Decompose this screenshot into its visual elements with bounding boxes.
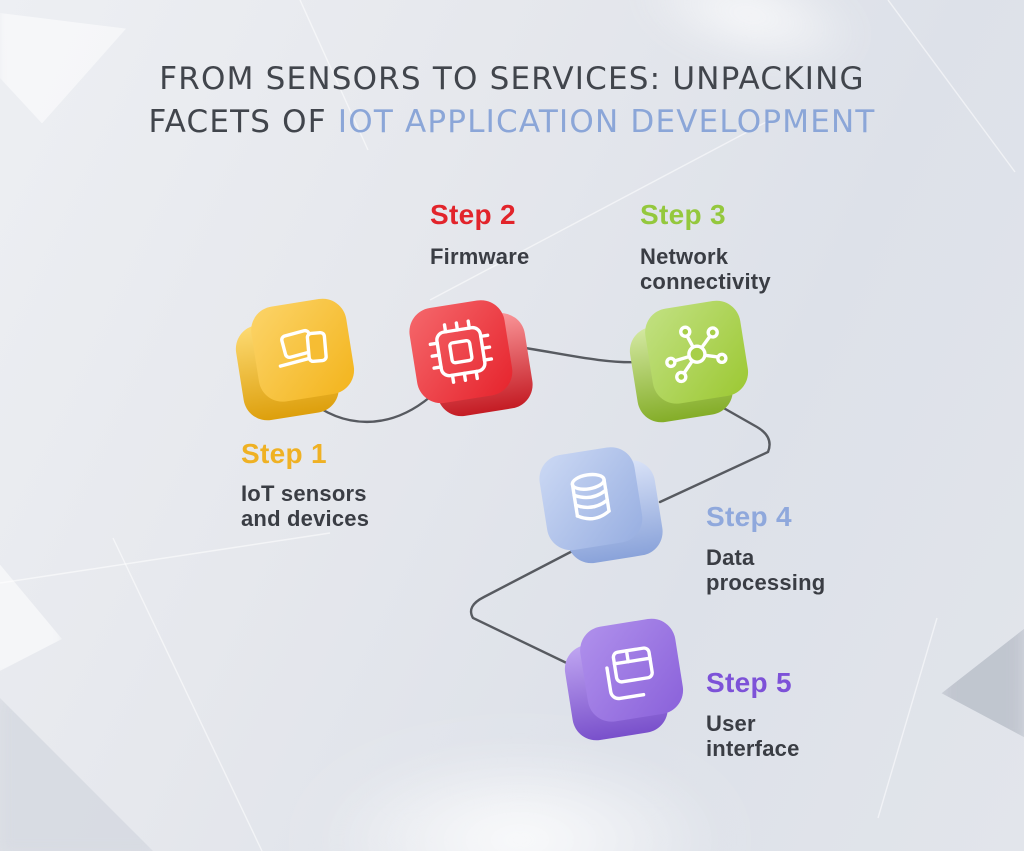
step-3-title: Network connectivity — [640, 244, 771, 294]
page-title-accent: IOT APPLICATION DEVELOPMENT — [337, 104, 876, 140]
step-1-label: Step 1 — [241, 438, 327, 469]
connector-line-4-5 — [469, 542, 588, 670]
step-2-label: Step 2 — [430, 199, 516, 230]
step-5-label: Step 5 — [706, 667, 792, 698]
page-title-line2: FACETS OF IOT APPLICATION DEVELOPMENT — [148, 104, 876, 140]
network-icon — [665, 325, 728, 384]
step-5-cube — [551, 610, 691, 750]
chip-icon — [428, 319, 494, 384]
step-4-label: Step 4 — [706, 501, 792, 532]
connector-line-3-4 — [658, 396, 771, 504]
step-1-title: IoT sensors and devices — [241, 481, 370, 531]
step-3-label: Step 3 — [640, 199, 726, 230]
devices-icon — [278, 328, 328, 368]
window-icon — [605, 646, 654, 701]
step-4-cube — [532, 435, 672, 575]
step-1-cube — [222, 290, 362, 430]
step-2-title: Firmware — [430, 244, 530, 269]
step-3-cube — [616, 292, 756, 432]
page-title-line1: FROM SENSORS TO SERVICES: UNPACKING — [159, 61, 865, 97]
database-icon — [570, 472, 611, 521]
page-title: FROM SENSORS TO SERVICES: UNPACKING FACE… — [0, 58, 1024, 144]
step-2-cube — [402, 288, 542, 428]
step-5-title: User interface — [706, 711, 800, 761]
step-4-title: Data processing — [706, 545, 826, 595]
